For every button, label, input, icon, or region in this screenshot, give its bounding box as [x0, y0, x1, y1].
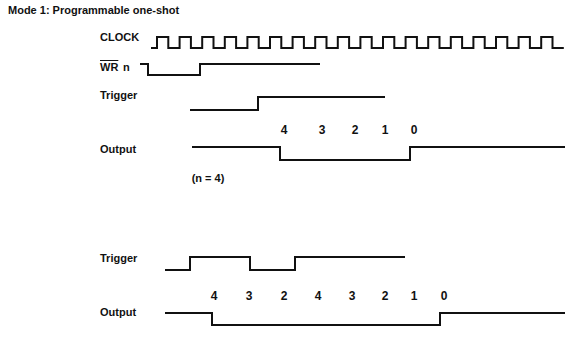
count-value: 0	[411, 124, 418, 136]
signal-name: Trigger	[100, 253, 137, 264]
signal-name: Output	[100, 307, 136, 318]
output-waveform	[165, 313, 565, 325]
wr-waveform	[140, 64, 320, 75]
count-value: 4	[281, 124, 288, 136]
title: Mode 1: Programmable one-shot	[8, 4, 179, 16]
signal-name: CLOCK	[100, 32, 139, 43]
count-value: 2	[382, 290, 389, 302]
count-value: 3	[246, 290, 253, 302]
signal-name: Trigger	[100, 90, 137, 101]
count-value: 2	[352, 124, 359, 136]
signal-name: WR	[100, 62, 118, 73]
trigger-waveform	[165, 257, 405, 270]
trigger-waveform	[190, 97, 385, 110]
signal-name: n	[123, 62, 130, 73]
count-value: 2	[281, 290, 288, 302]
note: (n = 4)	[192, 173, 225, 184]
count-value: 4	[211, 290, 218, 302]
count-value: 1	[411, 290, 418, 302]
count-value: 3	[319, 124, 326, 136]
clock-waveform	[151, 37, 564, 48]
output-waveform	[192, 147, 565, 160]
count-value: 0	[441, 290, 448, 302]
signal-name: Output	[100, 144, 136, 155]
count-value: 1	[382, 124, 389, 136]
count-value: 4	[315, 290, 322, 302]
count-value: 3	[349, 290, 356, 302]
